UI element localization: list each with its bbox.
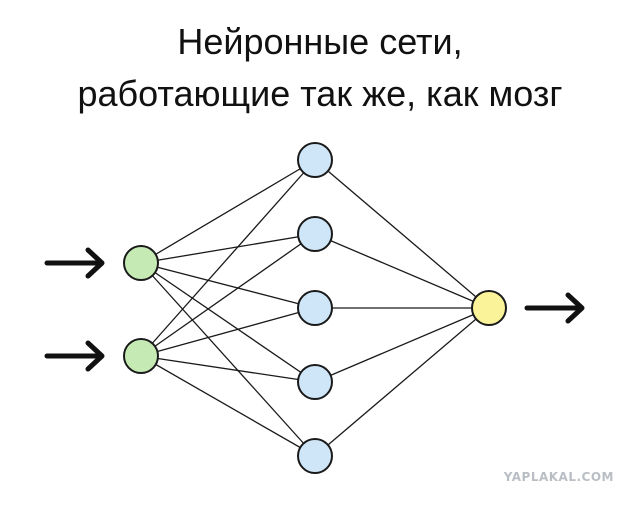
input-node-2 <box>123 338 159 374</box>
title-line-2: работающие так же, как мозг <box>77 73 563 114</box>
input-arrow-icon-2 <box>44 340 105 372</box>
output-node-1 <box>471 290 507 326</box>
edge-input-1-hidden-3 <box>140 262 316 309</box>
hidden-node-3 <box>297 290 333 326</box>
edge-input-2-hidden-1 <box>140 159 316 357</box>
edge-input-2-hidden-5 <box>140 355 316 457</box>
connections <box>140 159 490 457</box>
edge-hidden-1-output-1 <box>314 159 490 309</box>
hidden-node-1 <box>297 142 333 178</box>
output-arrow-icon-1 <box>524 292 585 324</box>
edge-input-1-hidden-5 <box>140 262 316 457</box>
edge-input-1-hidden-1 <box>140 159 316 264</box>
edge-input-1-hidden-2 <box>140 233 316 264</box>
edge-input-1-hidden-4 <box>140 262 316 383</box>
watermark: YAPLAKAL.COM <box>503 470 614 484</box>
edge-hidden-4-output-1 <box>314 307 490 383</box>
edge-hidden-5-output-1 <box>314 307 490 457</box>
nodes <box>123 142 507 474</box>
edge-input-2-hidden-4 <box>140 355 316 383</box>
edge-input-2-hidden-2 <box>140 233 316 357</box>
input-node-1 <box>123 245 159 281</box>
hidden-node-4 <box>297 364 333 400</box>
input-arrow-icon-1 <box>44 247 105 279</box>
hidden-node-2 <box>297 216 333 252</box>
title-line-1: Нейронные сети, <box>177 21 463 62</box>
edge-hidden-2-output-1 <box>314 233 490 309</box>
hidden-node-5 <box>297 438 333 474</box>
edge-input-2-hidden-3 <box>140 307 316 357</box>
arrows <box>44 247 585 372</box>
